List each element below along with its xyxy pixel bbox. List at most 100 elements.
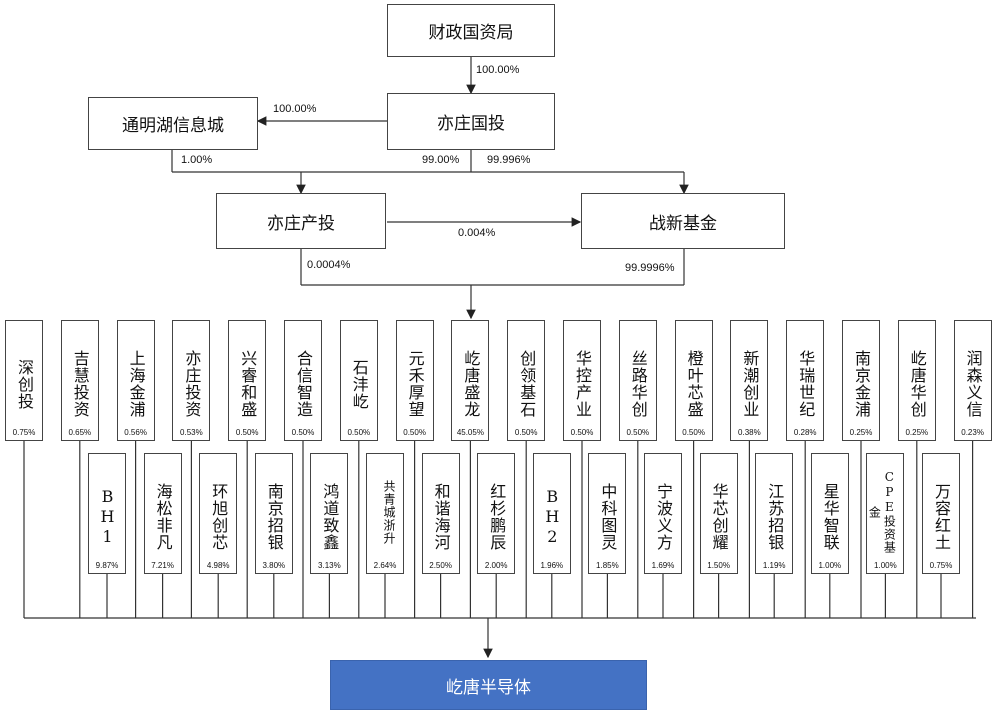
- shareholder-name: 环旭创芯: [209, 483, 229, 551]
- shareholder-shareholders_top-16: 屹唐华创 0.25%: [897, 320, 936, 441]
- shareholder-pct: 3.80%: [262, 561, 286, 570]
- finance-bureau-label: 财政国资局: [428, 23, 514, 43]
- yizhuang-industry-label: 亦庄产投: [267, 213, 335, 234]
- shareholder-shareholders_bottom-3: 南京招银 3.80%: [254, 453, 293, 574]
- shareholder-name: 共青城浙升: [382, 479, 396, 545]
- shareholder-pct: 1.19%: [762, 561, 786, 570]
- shareholder-shareholders_top-3: 亦庄投资 0.53%: [172, 320, 211, 441]
- shareholder-shareholders_bottom-14: CPE投资基金 1.00%: [866, 453, 905, 574]
- shareholder-name: 合信智造: [294, 350, 313, 418]
- shareholder-shareholders_top-12: 橙叶芯盛 0.50%: [674, 320, 713, 441]
- shareholder-name: 屹唐华创: [907, 350, 927, 418]
- shareholder-name: 润森义信: [963, 350, 983, 418]
- shareholder-name: 宁波义方: [654, 483, 673, 551]
- shareholder-pct: 7.21%: [151, 561, 174, 570]
- shareholder-pct: 1.85%: [596, 561, 619, 570]
- tongming-node: 通明湖信息城: [88, 97, 258, 150]
- shareholder-name: BH1: [98, 487, 117, 547]
- shareholder-shareholders_bottom-9: 中科图灵 1.85%: [588, 453, 627, 574]
- yizhuang-industry-node: 亦庄产投: [216, 193, 386, 249]
- shareholder-name: 江苏招银: [765, 483, 785, 551]
- finance-bureau-node: 财政国资局: [387, 4, 555, 57]
- shareholder-pct: 0.50%: [291, 428, 315, 437]
- shareholder-shareholders_top-7: 元禾厚望 0.50%: [395, 320, 434, 441]
- shareholder-pct: 0.75%: [929, 561, 953, 570]
- shareholder-pct: 9.87%: [95, 561, 119, 570]
- shareholder-name: 南京金浦: [852, 350, 871, 418]
- shareholder-shareholders_bottom-13: 星华智联 1.00%: [810, 453, 849, 574]
- shareholder-shareholders_bottom-0: BH1 9.87%: [88, 453, 126, 574]
- shareholder-pct: 0.53%: [180, 428, 203, 437]
- shareholder-name: 兴睿和盛: [238, 350, 258, 418]
- shareholder-shareholders_bottom-12: 江苏招银 1.19%: [755, 453, 794, 574]
- shareholder-pct: 0.50%: [347, 428, 371, 437]
- shareholder-name: 红杉鹏辰: [487, 483, 507, 551]
- shareholder-shareholders_top-5: 合信智造 0.50%: [284, 320, 322, 441]
- shareholder-pct: 1.96%: [540, 561, 564, 570]
- shareholder-pct: 0.50%: [514, 428, 538, 437]
- shareholder-pct: 0.50%: [682, 428, 705, 437]
- shareholder-name: 元禾厚望: [405, 350, 425, 418]
- zhanxin-fund-node: 战新基金: [581, 193, 785, 249]
- shareholder-pct: 3.13%: [318, 561, 341, 570]
- shareholder-pct: 0.23%: [961, 428, 984, 437]
- shareholder-shareholders_top-17: 润森义信 0.23%: [953, 320, 992, 441]
- zhanxin-fund-label: 战新基金: [649, 213, 717, 234]
- shareholder-pct: 0.25%: [849, 428, 873, 437]
- shareholder-shareholders_bottom-6: 和谐海河 2.50%: [421, 453, 460, 574]
- edge-zhanxin-down: 99.9996%: [625, 262, 675, 274]
- shareholder-name: 屹唐盛龙: [461, 350, 481, 418]
- shareholder-name: 和谐海河: [431, 483, 451, 551]
- shareholder-shareholders_top-2: 上海金浦 0.56%: [116, 320, 155, 441]
- shareholder-pct: 0.25%: [905, 428, 929, 437]
- shareholder-pct: 0.38%: [738, 428, 761, 437]
- shareholder-name: 华控产业: [573, 350, 592, 418]
- edge-industry-zhanxin: 0.004%: [458, 227, 496, 239]
- shareholder-shareholders_top-15: 南京金浦 0.25%: [842, 320, 880, 441]
- shareholder-name: 创领基石: [517, 350, 537, 418]
- shareholder-pct: 1.00%: [818, 561, 842, 570]
- shareholder-shareholders_bottom-4: 鸿道致鑫 3.13%: [310, 453, 349, 574]
- shareholder-name: 中科图灵: [598, 483, 618, 551]
- shareholder-shareholders_bottom-10: 宁波义方 1.69%: [644, 453, 682, 574]
- shareholder-name: 丝路华创: [628, 350, 648, 418]
- shareholder-pct: 2.50%: [429, 561, 452, 570]
- shareholder-pct: 4.98%: [206, 561, 230, 570]
- shareholder-name: 南京招银: [264, 483, 284, 551]
- shareholder-pct: 1.00%: [874, 561, 897, 570]
- shareholder-name: 华芯创耀: [709, 483, 729, 551]
- shareholder-shareholders_top-6: 石沣屹 0.50%: [339, 320, 378, 441]
- shareholder-name: 上海金浦: [126, 350, 146, 418]
- shareholder-name: 星华智联: [820, 483, 840, 551]
- shareholder-name: CPE投资基金: [867, 470, 897, 554]
- shareholder-name: 亦庄投资: [182, 350, 202, 418]
- shareholder-name: 石沣屹: [349, 358, 369, 410]
- yizhuang-invest-label: 亦庄国投: [437, 114, 505, 134]
- edge-tongming-down: 1.00%: [181, 154, 213, 166]
- shareholder-pct: 0.50%: [403, 428, 426, 437]
- target-company-node: 屹唐半导体: [330, 660, 647, 710]
- edge-yzgt-tongming: 100.00%: [273, 103, 317, 115]
- target-company-label: 屹唐半导体: [446, 677, 531, 698]
- tongming-label: 通明湖信息城: [122, 116, 224, 136]
- shareholder-name: 华瑞世纪: [796, 350, 816, 418]
- shareholder-name: 鸿道致鑫: [320, 483, 340, 551]
- shareholder-shareholders_top-11: 丝路华创 0.50%: [618, 320, 657, 441]
- shareholder-pct: 1.69%: [651, 561, 675, 570]
- edge-industry-down: 0.0004%: [307, 259, 351, 271]
- shareholder-pct: 0.50%: [626, 428, 650, 437]
- shareholder-pct: 0.56%: [124, 428, 147, 437]
- shareholder-name: 橙叶芯盛: [684, 350, 704, 418]
- shareholder-pct: 0.75%: [12, 428, 36, 437]
- edge-finance-yzgt: 100.00%: [476, 64, 520, 76]
